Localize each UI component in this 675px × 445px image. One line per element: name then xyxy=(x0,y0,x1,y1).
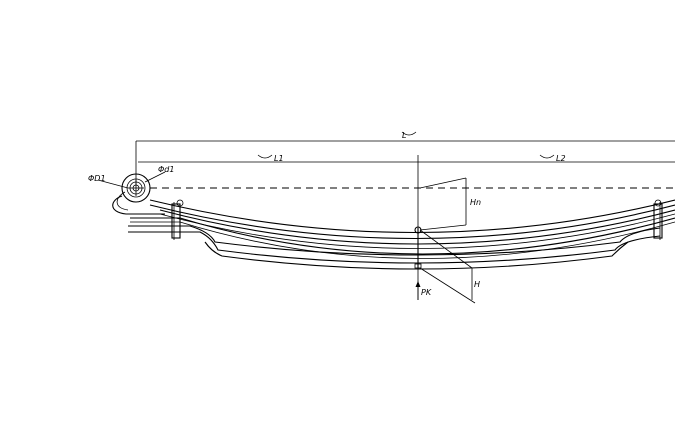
rebound-clip-left xyxy=(171,199,184,240)
label-camber: Hn xyxy=(470,198,481,207)
label-eye-inner: Φd1 xyxy=(158,165,174,174)
dim-height: H xyxy=(419,229,480,304)
label-eye-outer: ΦD1 xyxy=(88,174,106,183)
label-right-length: L2 xyxy=(556,154,566,163)
dim-l1-l2: L1 L2 xyxy=(138,154,675,300)
label-left-length: L1 xyxy=(274,154,284,163)
dim-total-length: L xyxy=(135,131,675,185)
load-arrow: PK xyxy=(415,281,432,300)
label-load: PK xyxy=(421,288,432,297)
dim-camber: Hn xyxy=(419,177,481,231)
leaf-pack xyxy=(128,199,675,270)
label-total-length: L xyxy=(402,131,406,140)
label-height: H xyxy=(474,280,480,289)
spring-eye-left: ΦD1 Φd1 xyxy=(88,165,174,215)
rebound-clip-right xyxy=(653,199,663,240)
